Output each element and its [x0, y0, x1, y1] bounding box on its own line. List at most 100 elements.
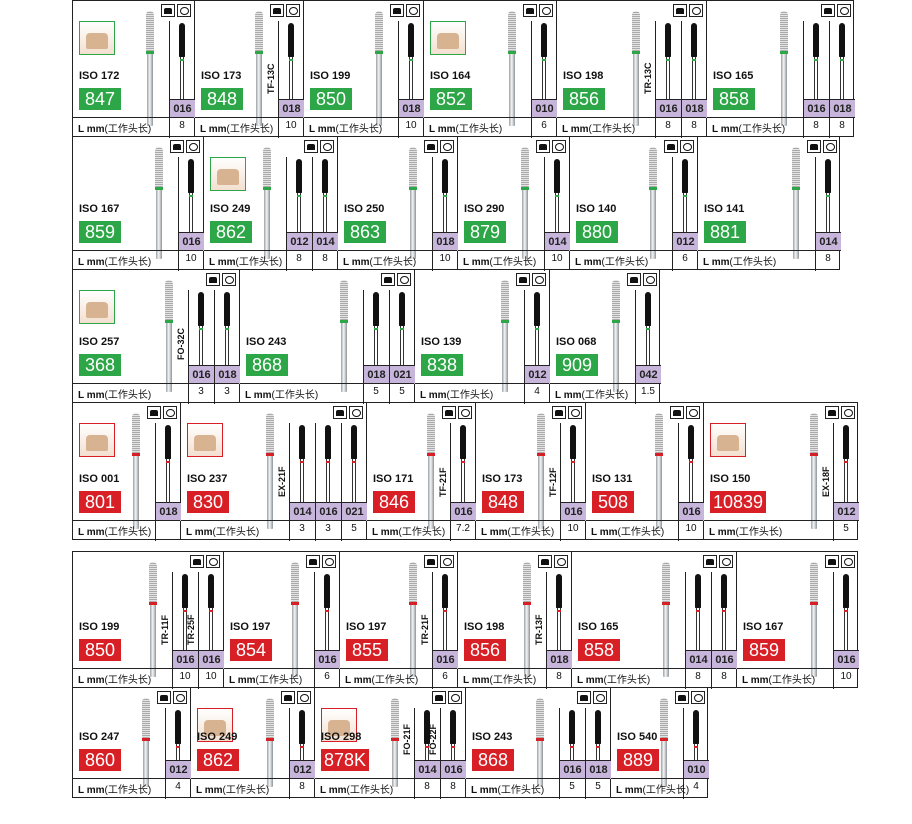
size-silhouette	[209, 607, 213, 652]
silhouette-band	[325, 610, 329, 612]
size-box: 012	[833, 502, 859, 521]
length-label: L mm(工作头长)	[562, 120, 635, 135]
color-band	[409, 602, 417, 605]
size-box: 021	[341, 502, 367, 521]
length-row: L mm(工作头长)8	[191, 778, 314, 797]
size-box: 016	[172, 650, 198, 669]
length-label-text: L mm	[78, 124, 105, 135]
eye-shape	[166, 409, 175, 417]
silhouette-band	[425, 746, 429, 748]
silhouette-band	[722, 610, 726, 612]
bur-head	[649, 147, 657, 187]
length-value: 10	[185, 253, 197, 264]
size-divider	[278, 21, 279, 138]
tooth-illustration	[437, 33, 459, 49]
color-band	[427, 453, 435, 456]
length-label: L mm(工作头长)	[78, 253, 151, 268]
size-box: 016	[833, 650, 859, 669]
length-row: L mm(工作头长)4	[611, 778, 709, 797]
size-divider	[188, 290, 189, 404]
eye-icon	[552, 140, 566, 153]
application-thumbnail	[710, 423, 746, 457]
length-label-text: L mm	[616, 785, 643, 796]
tooth-illustration	[194, 435, 216, 451]
bur-head	[660, 698, 668, 738]
length-label-text: L mm	[372, 527, 399, 538]
bur-head	[792, 147, 800, 187]
bur-head	[146, 11, 154, 51]
silhouette-head	[299, 425, 305, 459]
length-label: L mm(工作头长)	[196, 781, 269, 796]
length-label: L mm(工作头长)	[245, 386, 318, 401]
tooth-illustration	[717, 435, 739, 451]
silhouette-head	[424, 710, 430, 744]
length-label: L mm(工作头长)	[78, 671, 151, 686]
size-divider	[560, 423, 561, 541]
silhouette-head	[198, 292, 204, 326]
iso-number: ISO 139	[421, 336, 462, 348]
shape-code-label: FO-21F	[402, 723, 412, 755]
size-silhouette	[425, 743, 429, 762]
shape-code-label: TR-11F	[160, 614, 170, 645]
product-code: 848	[201, 88, 243, 110]
length-label-cn: (工作头长)	[446, 390, 494, 401]
silhouette-band	[209, 610, 213, 612]
eye-icon	[643, 273, 657, 286]
eye-shape	[722, 558, 731, 566]
tooth-shape	[284, 695, 292, 701]
length-value: 8	[556, 671, 562, 682]
size-divider	[155, 423, 156, 541]
eye-icon	[173, 691, 187, 704]
eye-shape	[596, 694, 605, 702]
eye-icon	[286, 4, 300, 17]
length-label-cn: (工作头长)	[738, 124, 786, 135]
length-label-text: L mm	[343, 257, 370, 268]
size-box: 014	[312, 232, 338, 251]
tooth-shape	[336, 410, 344, 416]
size-box: 016	[314, 650, 340, 669]
iso-number: ISO 198	[464, 621, 505, 633]
length-label: L mm(工作头长)	[591, 523, 664, 538]
length-value: 5	[373, 386, 379, 397]
length-label-cn: (工作头长)	[588, 124, 636, 135]
length-row: L mm(工作头长)4	[73, 778, 190, 797]
length-label-cn: (工作头长)	[104, 785, 152, 796]
size-divider	[165, 708, 166, 799]
eye-icon	[680, 140, 694, 153]
length-value: 8	[825, 253, 831, 264]
bur-shank	[143, 736, 149, 787]
